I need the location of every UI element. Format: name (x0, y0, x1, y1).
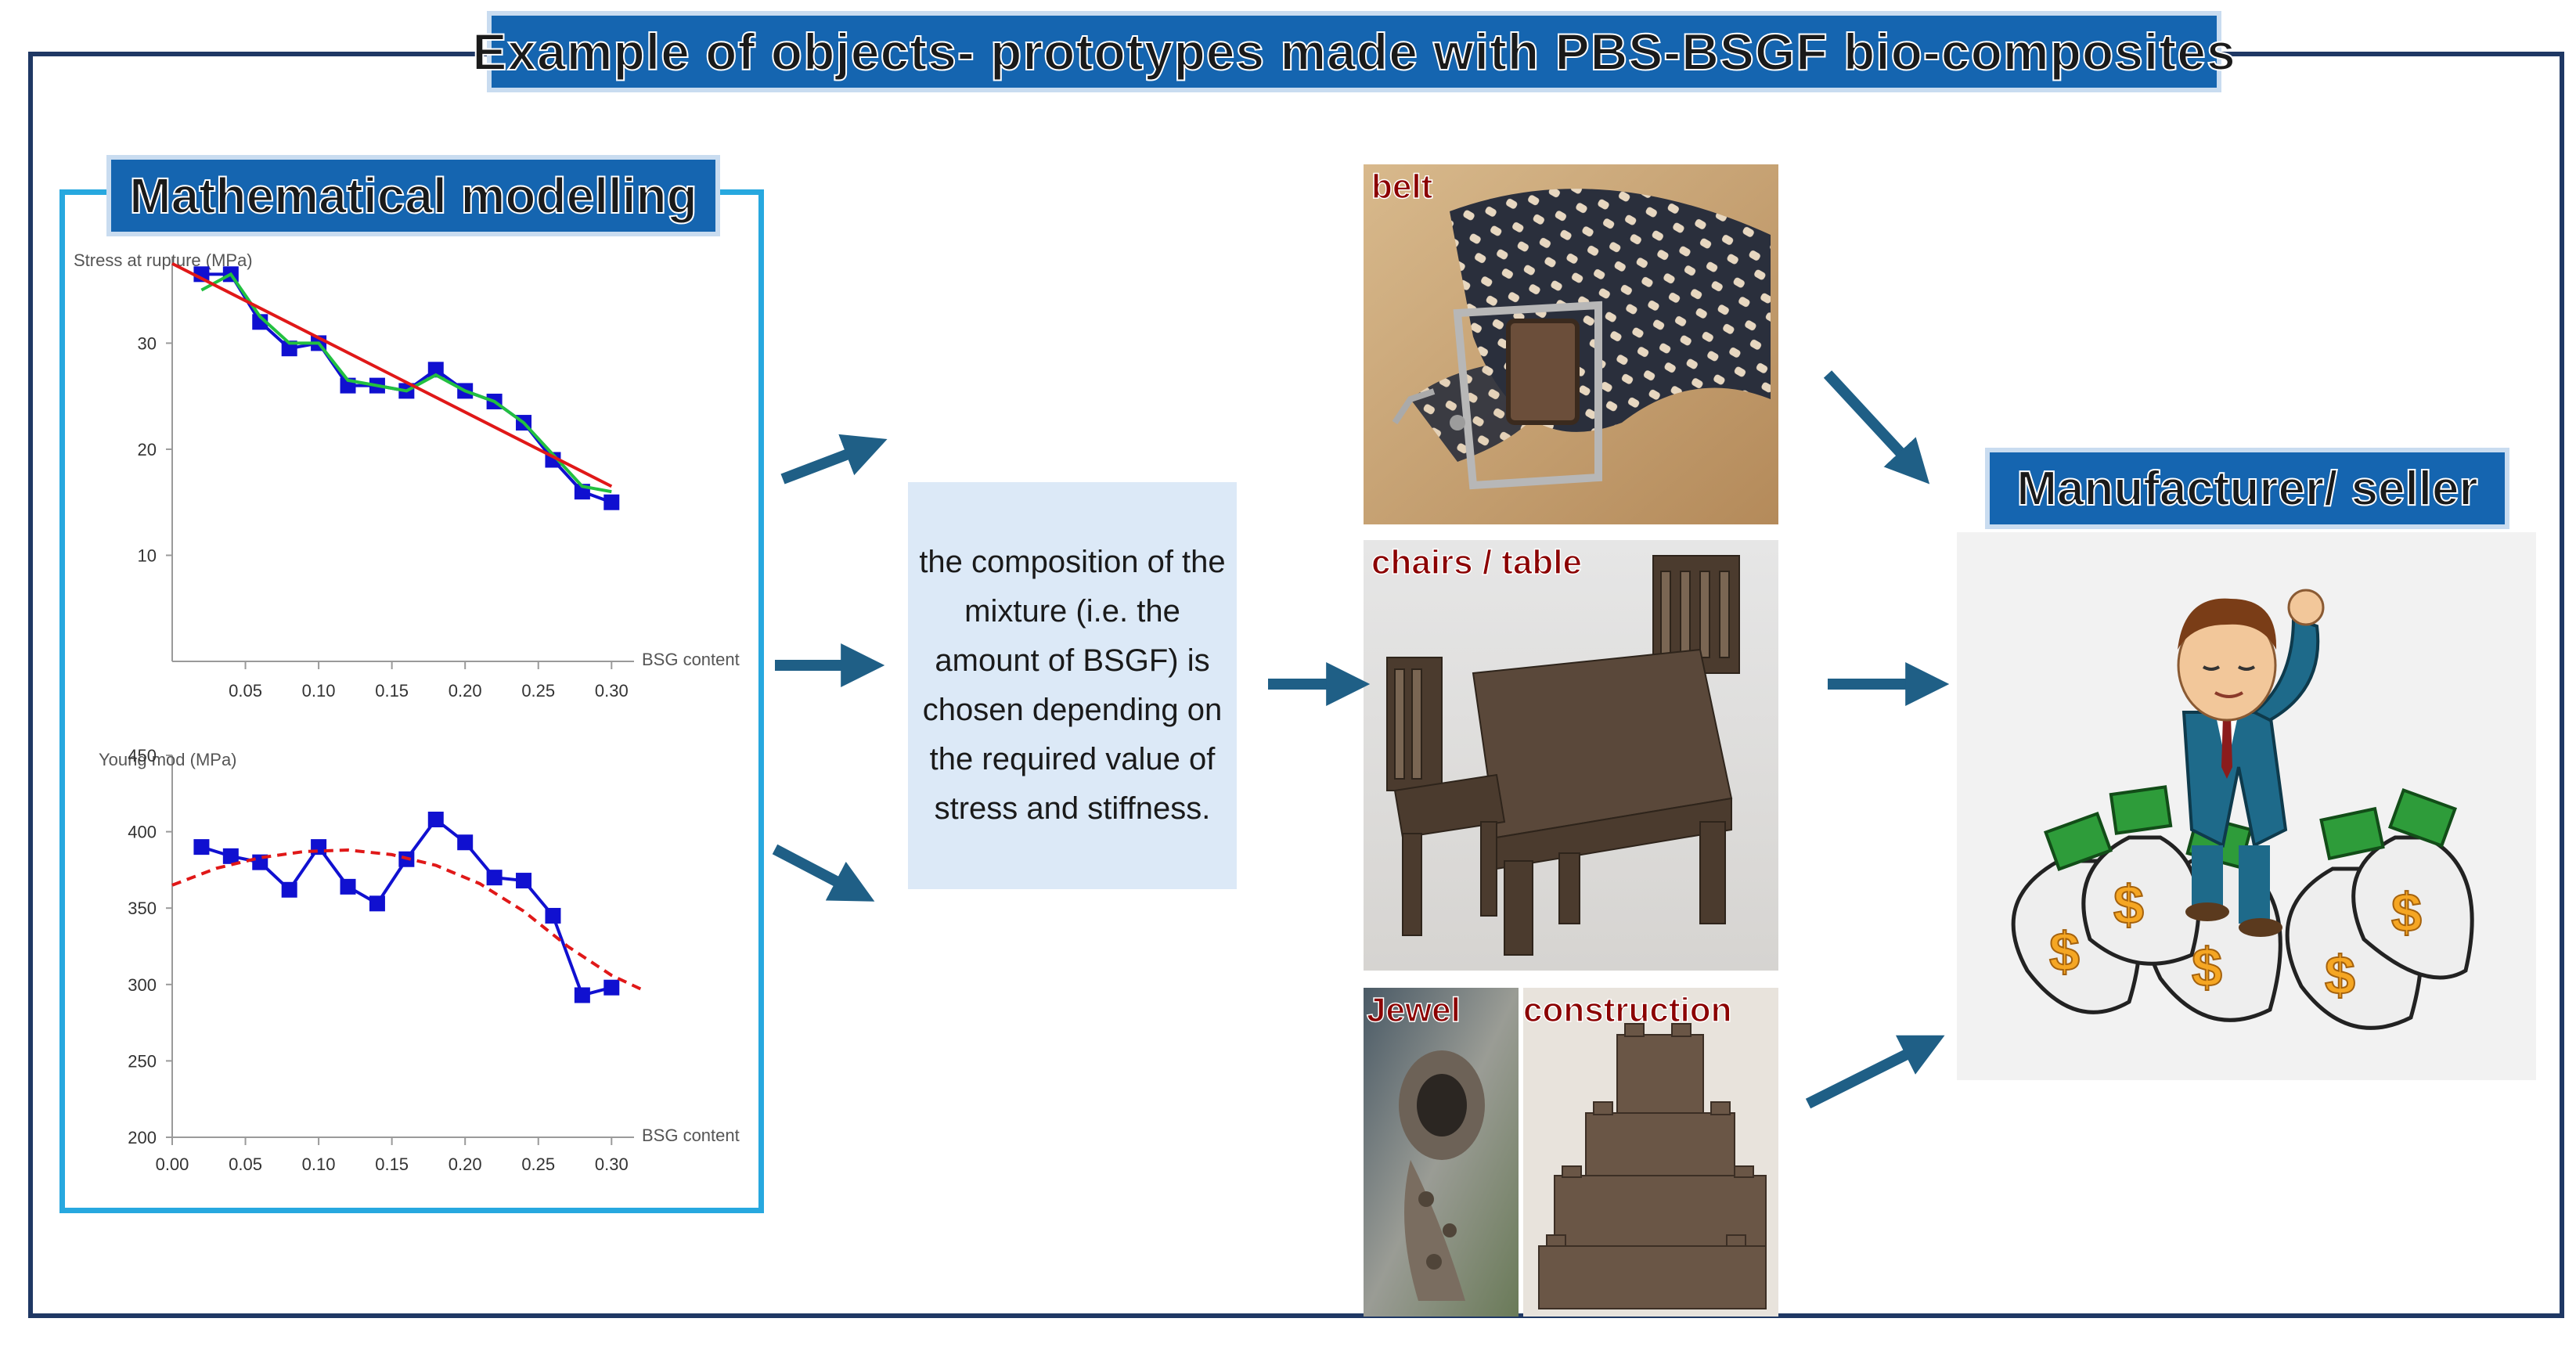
y-tick-label: 450 (128, 746, 157, 765)
x-tick-label: 0.05 (229, 1154, 262, 1174)
y-tick-label: 20 (138, 440, 157, 459)
data-point (281, 881, 297, 898)
data-point (193, 839, 210, 856)
x-axis-label: BSG content (642, 1126, 740, 1145)
composition-note-text: the composition of the mixture (i.e. the… (919, 545, 1226, 826)
page-title: Example of objects- prototypes made with… (471, 22, 2236, 81)
data-point (603, 494, 620, 510)
title-banner: Example of objects- prototypes made with… (471, 11, 2236, 92)
construction-label: construction (1523, 990, 1732, 1030)
y-axis-label: Young mod (MPa) (99, 750, 237, 769)
y-axis-label: Stress at rupture (MPa) (74, 250, 253, 270)
data-point (427, 811, 444, 827)
dollar-sign-4: $ (2325, 945, 2355, 1006)
belt-label: belt (1371, 167, 1433, 207)
charts-area: Stress at rupture (MPa) BSG content 0.05 0.… (74, 250, 740, 1174)
x-tick-label: 0.15 (375, 681, 409, 701)
y-tick-label: 400 (128, 823, 157, 842)
dollar-sign-2: $ (2113, 874, 2144, 935)
businessman-money-bags-image: $ $ $ $ $ (2011, 589, 2474, 1030)
dollar-sign-3: $ (2192, 937, 2222, 998)
manufacturer-illustration: $ $ $ $ $ (1957, 532, 2536, 1080)
x-tick-label: 0.05 (229, 681, 262, 701)
x-tick-label: 0.30 (595, 681, 629, 701)
data-point (545, 907, 561, 924)
x-axis-label: BSG content (642, 650, 740, 669)
data-point (457, 834, 474, 851)
belt-photo: belt (1364, 164, 1778, 524)
x-tick-label: 0.00 (156, 1154, 189, 1174)
composition-note-box: the composition of the mixture (i.e. the… (908, 482, 1237, 889)
y-tick-label: 30 (138, 333, 157, 353)
dollar-sign-5: $ (2391, 882, 2422, 943)
chairs-table-photo: chairs / table (1364, 540, 1778, 971)
x-tick-label: 0.30 (595, 1154, 629, 1174)
manufacturer-heading: Manufacturer/ seller (2016, 461, 2478, 517)
data-point (369, 895, 385, 912)
chairs-table-image (1364, 540, 1778, 971)
data-point (486, 870, 503, 886)
x-tick-label: 0.10 (302, 681, 336, 701)
math-modelling-heading: Mathematical modelling (128, 167, 697, 225)
construction-photo: construction (1523, 988, 1778, 1317)
construction-image (1523, 988, 1778, 1317)
y-tick-label: 250 (128, 1051, 157, 1071)
dollar-sign-1: $ (2049, 921, 2080, 982)
math-modelling-banner: Mathematical modelling (106, 155, 720, 236)
data-point (222, 848, 239, 864)
y-tick-label: 10 (138, 546, 157, 565)
data-point (516, 873, 532, 889)
series-line-2 (171, 261, 613, 488)
y-tick-label: 200 (128, 1128, 157, 1147)
data-point (427, 362, 444, 378)
series-line-0 (200, 817, 612, 997)
jewel-label: Jewel (1366, 990, 1461, 1030)
x-tick-label: 0.20 (449, 1154, 482, 1174)
x-tick-label: 0.25 (521, 1154, 555, 1174)
jewel-image (1364, 988, 1519, 1317)
data-point (574, 987, 590, 1003)
x-tick-label: 0.20 (449, 681, 482, 701)
data-point (603, 979, 620, 996)
manufacturer-banner: Manufacturer/ seller (1985, 448, 2509, 529)
x-tick-label: 0.25 (521, 681, 555, 701)
y-tick-label: 300 (128, 975, 157, 995)
y-tick-label: 350 (128, 899, 157, 918)
belt-image (1364, 164, 1778, 524)
series-line-1 (171, 848, 642, 991)
data-point (252, 314, 268, 330)
jewel-photo: Jewel (1364, 988, 1519, 1317)
x-tick-label: 0.10 (302, 1154, 336, 1174)
businessman (2177, 589, 2325, 937)
x-tick-label: 0.15 (375, 1154, 409, 1174)
chairs-table-label: chairs / table (1371, 542, 1583, 582)
series-line-1 (200, 272, 612, 494)
data-point (340, 878, 356, 895)
